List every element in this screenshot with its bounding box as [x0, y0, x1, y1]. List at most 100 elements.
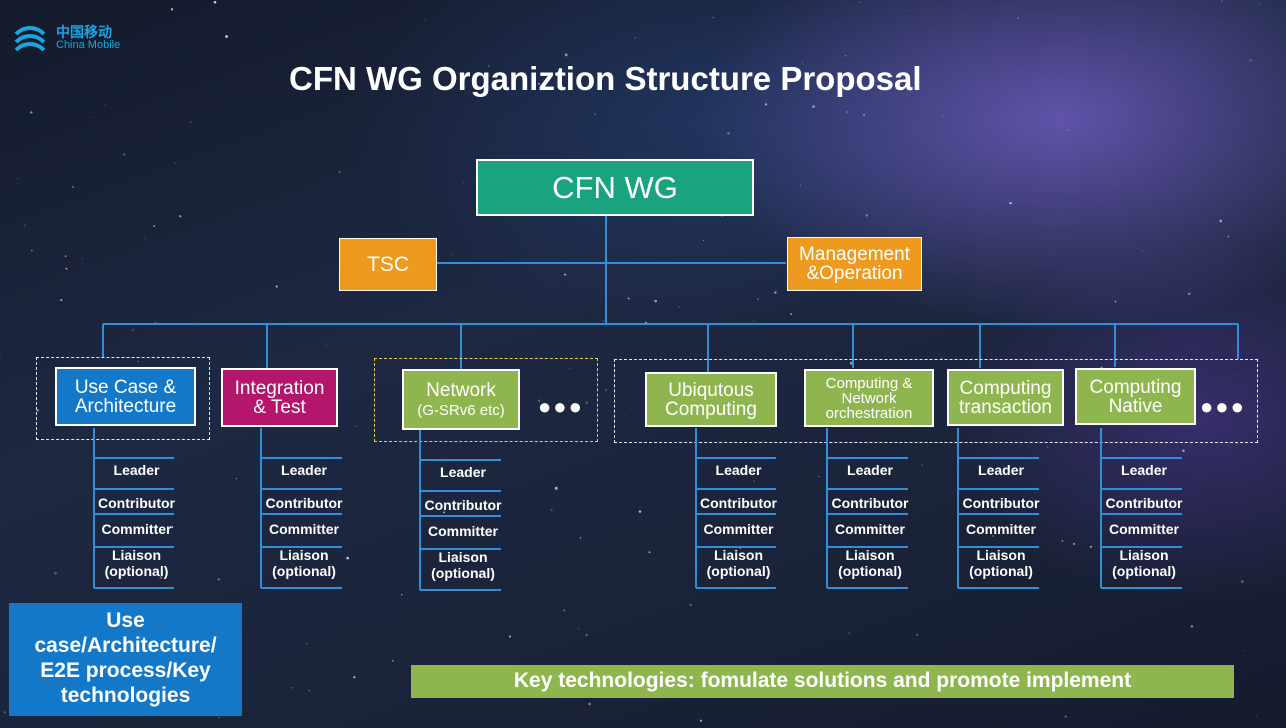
- group-subtitle: (G-SRv6 etc): [417, 402, 505, 419]
- group-name-line: Computing: [1089, 376, 1182, 398]
- role-contributor: Contributor: [831, 495, 909, 511]
- star: [1009, 202, 1012, 205]
- star: [703, 240, 704, 241]
- star: [905, 10, 907, 12]
- role-liaison: Liaison: [713, 547, 763, 563]
- star: [764, 103, 768, 106]
- star: [844, 54, 847, 57]
- star: [1219, 219, 1223, 223]
- role-optional: (optional): [104, 563, 169, 579]
- star: [190, 121, 192, 123]
- role-contributor: Contributor: [700, 495, 777, 511]
- star: [579, 537, 582, 539]
- star: [338, 171, 341, 174]
- star: [30, 111, 33, 114]
- star: [291, 687, 294, 689]
- group-name-line: Network: [841, 389, 897, 407]
- star: [564, 53, 568, 57]
- role-leader: Leader: [715, 462, 762, 478]
- star: [577, 628, 580, 630]
- star: [306, 642, 308, 645]
- star: [162, 528, 165, 532]
- star: [1249, 59, 1252, 62]
- role-committer: Committer: [834, 521, 905, 537]
- star: [1258, 3, 1260, 5]
- group-name-line: Ubiqutous: [668, 379, 754, 401]
- star: [508, 635, 512, 638]
- role-list-lines: [957, 428, 1039, 589]
- group-computing-network-orchestration: Computing & Network orchestration: [804, 369, 934, 427]
- star: [123, 153, 126, 156]
- role-contributor: Contributor: [962, 495, 1040, 511]
- star: [799, 184, 802, 187]
- star: [318, 351, 320, 352]
- role-contributor: Contributor: [265, 495, 343, 511]
- star: [171, 525, 174, 529]
- star: [537, 82, 540, 85]
- group-computing-transaction: Computing transaction: [947, 369, 1064, 426]
- star: [36, 409, 39, 412]
- role-list-lines: [93, 428, 174, 589]
- role-committer: Committer: [268, 521, 339, 537]
- star: [585, 634, 588, 636]
- star: [213, 0, 217, 4]
- more-groups-indicator: ●●●: [1200, 394, 1246, 419]
- group-name-line: orchestration: [825, 404, 913, 422]
- role-liaison: Liaison: [279, 547, 329, 563]
- role-list-lines: [695, 428, 776, 589]
- china-mobile-logo-icon: [14, 26, 46, 52]
- group-computing-native: Computing Native: [1075, 368, 1196, 425]
- star: [774, 291, 777, 294]
- star: [218, 716, 220, 719]
- summary-line: E2E process/Key: [40, 659, 211, 682]
- star: [159, 576, 163, 579]
- star: [104, 104, 106, 106]
- role-leader: Leader: [978, 462, 1024, 478]
- role-liaison: Liaison: [976, 547, 1026, 563]
- role-committer: Committer: [703, 521, 774, 537]
- star: [753, 480, 756, 483]
- star: [54, 571, 57, 575]
- star: [638, 510, 642, 513]
- star: [846, 111, 849, 114]
- star: [845, 635, 847, 637]
- star: [1233, 374, 1235, 375]
- star: [841, 5, 842, 6]
- star: [689, 603, 693, 607]
- star: [3, 711, 6, 714]
- group-name-line: Native: [1108, 395, 1163, 417]
- star: [424, 19, 426, 21]
- star: [1252, 128, 1254, 130]
- star: [588, 702, 591, 706]
- star: [614, 301, 616, 303]
- star: [564, 273, 567, 276]
- management-operation-box: Management &Operation: [787, 237, 922, 291]
- star: [634, 37, 636, 39]
- group-name-line: Architecture: [74, 395, 177, 417]
- brand-name-en: China Mobile: [56, 39, 121, 51]
- more-groups-indicator: ●●●: [538, 394, 584, 419]
- star: [1046, 446, 1049, 449]
- group-name-line: Computing: [665, 398, 757, 420]
- star: [699, 719, 703, 722]
- star: [144, 238, 146, 240]
- star: [1031, 299, 1033, 301]
- role-leader: Leader: [281, 462, 327, 478]
- brand-logo: 中国移动 China Mobile: [12, 18, 152, 58]
- star: [436, 75, 439, 78]
- star: [179, 215, 182, 218]
- star: [1190, 625, 1194, 628]
- role-liaison: Liaison: [1119, 547, 1169, 563]
- star: [1221, 550, 1223, 551]
- star: [550, 508, 553, 512]
- tsc-box: TSC: [339, 238, 437, 291]
- role-list-lines: [260, 428, 342, 589]
- star: [81, 258, 83, 260]
- star: [812, 105, 815, 108]
- star: [30, 249, 33, 252]
- star: [863, 114, 866, 116]
